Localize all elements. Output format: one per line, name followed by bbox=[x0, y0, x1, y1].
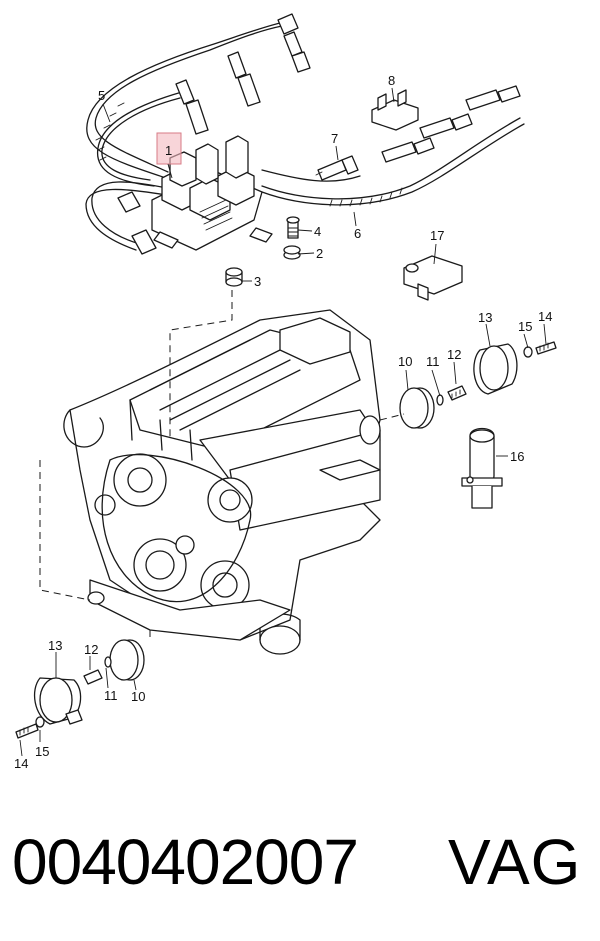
callout-16: 16 bbox=[510, 449, 524, 464]
item-1-highlight bbox=[156, 132, 182, 165]
ignition-lead-right-bank bbox=[261, 85, 525, 207]
exploded-parts-diagram: 1 2 3 4 5 6 7 8 17 10 11 12 13 15 14 16 … bbox=[14, 13, 557, 771]
callout-15-left: 15 bbox=[35, 744, 49, 759]
ignition-lead-set bbox=[85, 13, 311, 255]
callout-14-right: 14 bbox=[538, 309, 552, 324]
callout-5: 5 bbox=[98, 88, 105, 103]
bushing-part-3 bbox=[225, 267, 243, 287]
callout-10-right: 10 bbox=[398, 354, 412, 369]
leader-lines bbox=[19, 87, 547, 757]
brand-name: VAG bbox=[448, 826, 582, 898]
callout-7: 7 bbox=[331, 131, 338, 146]
engine-block bbox=[63, 309, 381, 655]
ignition-coil-pack bbox=[151, 135, 273, 251]
callout-12-right: 12 bbox=[447, 347, 461, 362]
callout-13-right: 13 bbox=[478, 310, 492, 325]
cam-adjuster-right bbox=[399, 341, 557, 429]
callout-12-left: 12 bbox=[84, 642, 98, 657]
callout-1: 1 bbox=[165, 143, 172, 158]
callout-13-left: 13 bbox=[48, 638, 62, 653]
part-number: 0040402007 bbox=[12, 826, 359, 898]
callout-11-right: 11 bbox=[426, 354, 440, 369]
callout-labels: 1 2 3 4 5 6 7 8 17 10 11 12 13 15 14 16 … bbox=[14, 73, 552, 771]
bolt-part-4 bbox=[286, 216, 300, 239]
callout-10-left: 10 bbox=[131, 689, 145, 704]
callout-17: 17 bbox=[430, 228, 444, 243]
callout-11-left: 11 bbox=[104, 688, 118, 703]
cam-adjuster-left bbox=[15, 639, 145, 739]
bracket-part-8 bbox=[371, 89, 419, 131]
callout-14-left: 14 bbox=[14, 756, 28, 771]
callout-15-right: 15 bbox=[518, 319, 532, 334]
spark-plug-part-7 bbox=[315, 155, 359, 181]
sensor-part-17 bbox=[403, 255, 463, 301]
callout-6: 6 bbox=[354, 226, 361, 241]
callout-4: 4 bbox=[314, 224, 321, 239]
callout-2: 2 bbox=[316, 246, 323, 261]
solenoid-valve-part-16 bbox=[461, 427, 503, 509]
grommet-part-2 bbox=[283, 245, 301, 260]
dashed-reference-lines bbox=[39, 290, 405, 640]
callout-8: 8 bbox=[388, 73, 395, 88]
footer: 0040402007 VAG bbox=[0, 806, 600, 926]
callout-3: 3 bbox=[254, 274, 261, 289]
